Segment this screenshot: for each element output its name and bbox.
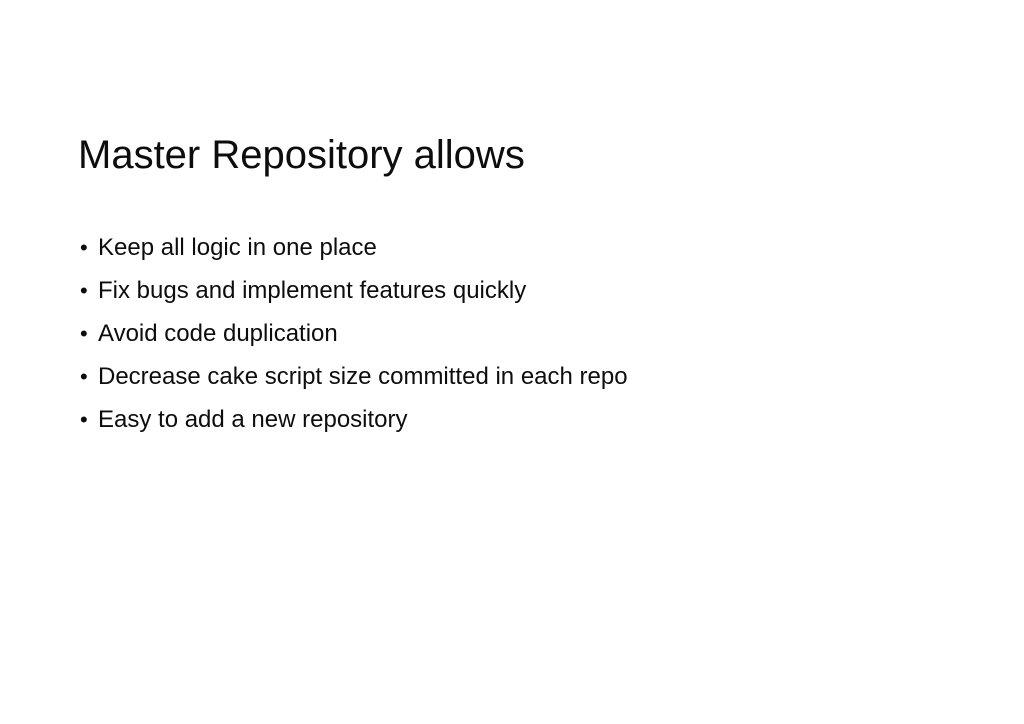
bullet-icon: •	[80, 277, 88, 303]
bullet-icon: •	[80, 363, 88, 389]
bullet-text: Fix bugs and implement features quickly	[98, 276, 527, 304]
bullet-item: • Avoid code duplication	[80, 312, 628, 355]
bullet-item: • Easy to add a new repository	[80, 398, 628, 441]
slide-title: Master Repository allows	[78, 133, 525, 177]
bullet-icon: •	[80, 406, 88, 432]
bullet-item: • Fix bugs and implement features quickl…	[80, 269, 628, 312]
bullet-text: Avoid code duplication	[98, 319, 338, 347]
bullet-item: • Keep all logic in one place	[80, 226, 628, 269]
bullet-item: • Decrease cake script size committed in…	[80, 355, 628, 398]
bullet-text: Keep all logic in one place	[98, 233, 377, 261]
bullet-icon: •	[80, 234, 88, 260]
bullet-text: Decrease cake script size committed in e…	[98, 362, 628, 390]
bullet-list: • Keep all logic in one place • Fix bugs…	[80, 226, 628, 441]
bullet-text: Easy to add a new repository	[98, 405, 408, 433]
bullet-icon: •	[80, 320, 88, 346]
